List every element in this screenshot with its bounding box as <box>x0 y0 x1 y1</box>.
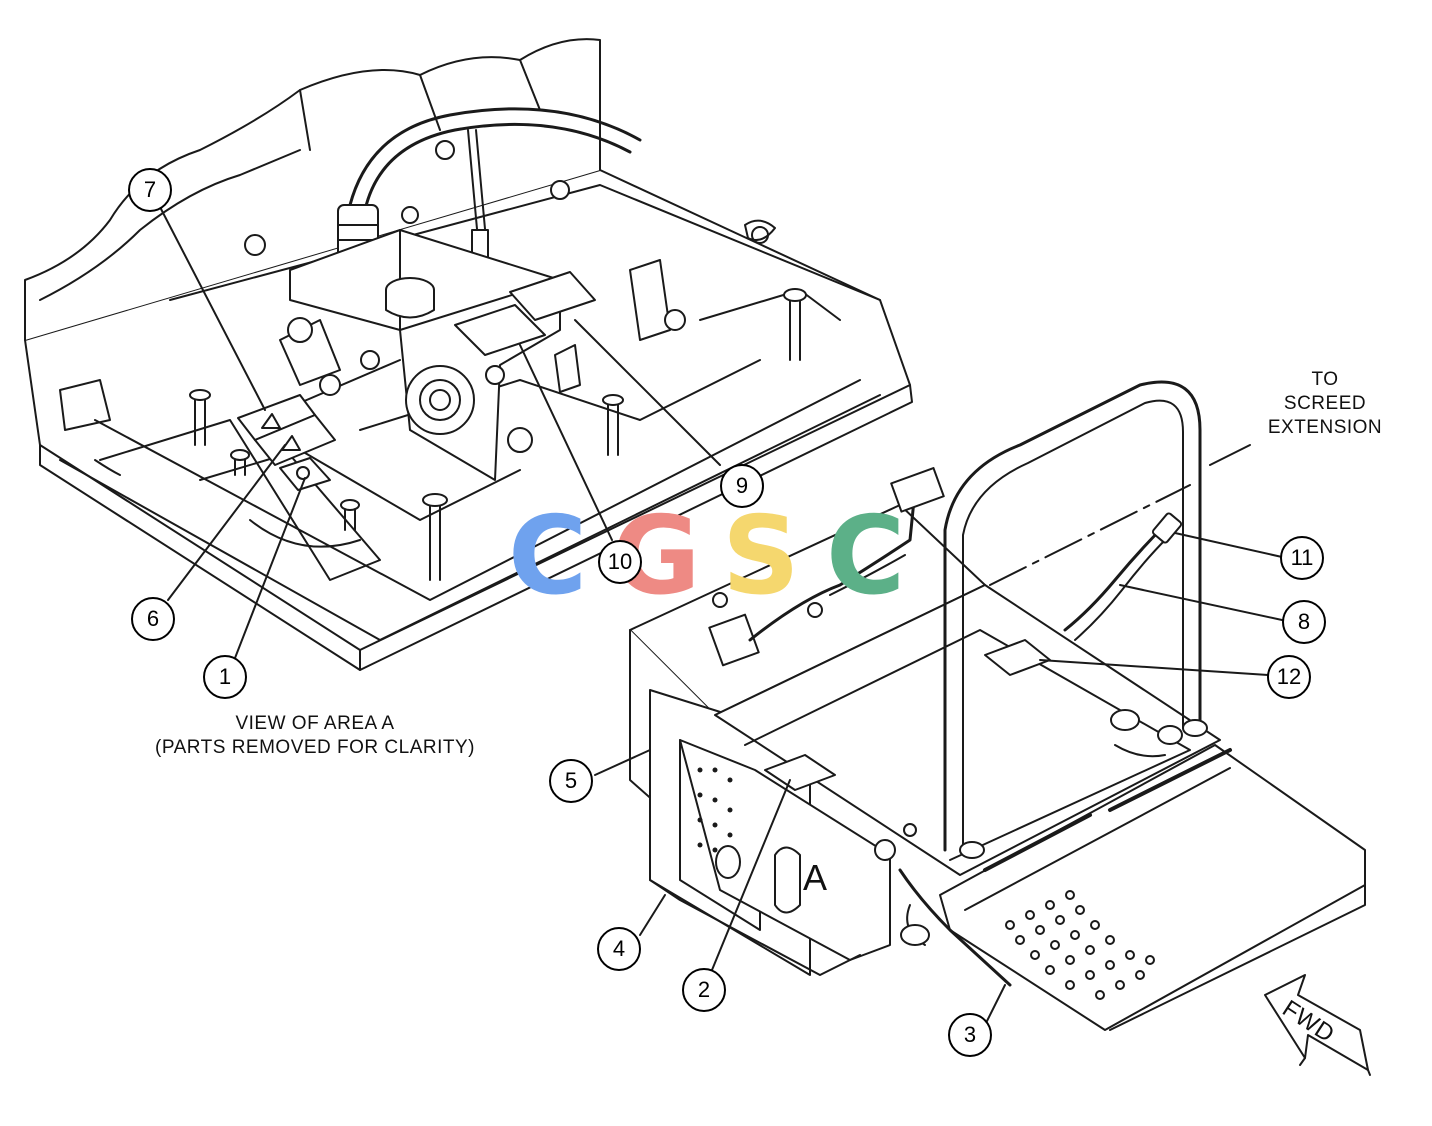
screed-note-line3: EXTENSION <box>1267 417 1383 438</box>
lower-assembly <box>629 380 1366 1031</box>
callout-7: 7 <box>128 168 172 212</box>
callout-11: 11 <box>1280 536 1324 580</box>
leader-lines <box>159 206 1283 1026</box>
callout-8: 8 <box>1282 600 1326 644</box>
callout-9: 9 <box>720 464 764 508</box>
screed-extension-note: TO SCREED EXTENSION <box>1250 368 1400 440</box>
callout-2: 2 <box>682 968 726 1012</box>
area-marker: A <box>803 857 828 898</box>
watermark-letter-c2: C <box>826 494 906 619</box>
callout-4: 4 <box>597 927 641 971</box>
fwd-arrow-shape <box>1264 974 1371 1076</box>
callout-1: 1 <box>203 655 247 699</box>
screed-note-line2: SCREED <box>1283 393 1367 414</box>
screed-note-line1: TO <box>1311 369 1339 390</box>
callout-3: 3 <box>948 1013 992 1057</box>
callout-10: 10 <box>598 540 642 584</box>
callout-12: 12 <box>1267 655 1311 699</box>
view-caption-line2: (PARTS REMOVED FOR CLARITY) <box>155 737 475 758</box>
callout-5: 5 <box>549 759 593 803</box>
watermark-letter-c1: C <box>508 494 588 619</box>
view-caption-line1: VIEW OF AREA A <box>235 713 395 734</box>
callout-6: 6 <box>131 597 175 641</box>
upper-assembly <box>24 38 913 671</box>
view-caption: VIEW OF AREA A (PARTS REMOVED FOR CLARIT… <box>115 712 515 760</box>
watermark-letter-s: S <box>722 494 800 619</box>
